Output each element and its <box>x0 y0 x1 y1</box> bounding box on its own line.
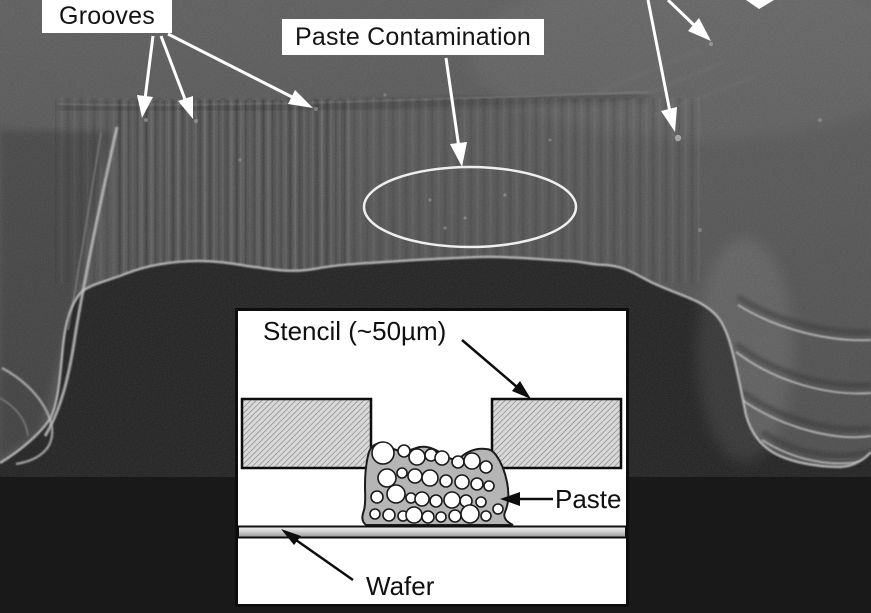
paste-particle <box>377 468 397 488</box>
paste-particle <box>463 452 481 470</box>
grooves-label: Grooves <box>42 0 172 33</box>
paste-particle <box>382 508 396 522</box>
grooves-arrows <box>143 32 295 103</box>
paste-particle <box>370 490 384 504</box>
paste-particle <box>443 491 461 509</box>
paste-particle <box>429 494 443 508</box>
paste-particle <box>421 510 435 524</box>
paste-particle <box>407 468 423 484</box>
paste-particle <box>405 506 423 524</box>
stencil-label: Stencil (~50µm) <box>263 316 447 346</box>
contamination-ellipse <box>362 165 578 249</box>
stencil-blocks <box>240 397 623 470</box>
paste-particle <box>451 455 465 469</box>
paste-particle <box>369 508 381 520</box>
paste-particle <box>408 448 426 466</box>
paste-particle <box>454 474 470 490</box>
clipped-arrowhead <box>746 0 774 9</box>
paste-particle <box>414 491 430 507</box>
grooves-arrowheads <box>137 90 313 119</box>
paste-particle <box>421 469 439 487</box>
paste-particle <box>483 480 495 492</box>
paste-particles <box>369 441 504 524</box>
paste-particle <box>492 503 504 515</box>
inset-diagram <box>235 308 629 607</box>
paste-particle <box>479 460 493 474</box>
top-edge-arrows <box>646 0 774 132</box>
paste-label: Paste <box>555 484 622 514</box>
stencil-arrow <box>461 339 531 399</box>
paste-particle <box>439 474 453 488</box>
paste-particle <box>386 484 406 504</box>
wafer-label: Wafer <box>366 571 435 601</box>
paste-particle <box>397 444 411 458</box>
paste-particle <box>434 450 450 466</box>
paste-particle <box>470 477 484 491</box>
sem-photo <box>0 0 871 477</box>
paste-arrow <box>500 492 553 506</box>
wafer-arrow <box>281 529 354 582</box>
paste-particle <box>396 467 408 479</box>
paste-particle <box>448 509 462 523</box>
paste-particle <box>371 441 395 465</box>
paste-particle <box>480 510 492 522</box>
paste-particle <box>435 511 447 523</box>
paste-contamination-label: Paste Contamination <box>282 19 544 55</box>
paste-particle <box>475 496 487 508</box>
paste-particle <box>460 504 480 524</box>
paste-contamination-arrow <box>444 57 467 167</box>
wafer-bar <box>237 525 627 539</box>
